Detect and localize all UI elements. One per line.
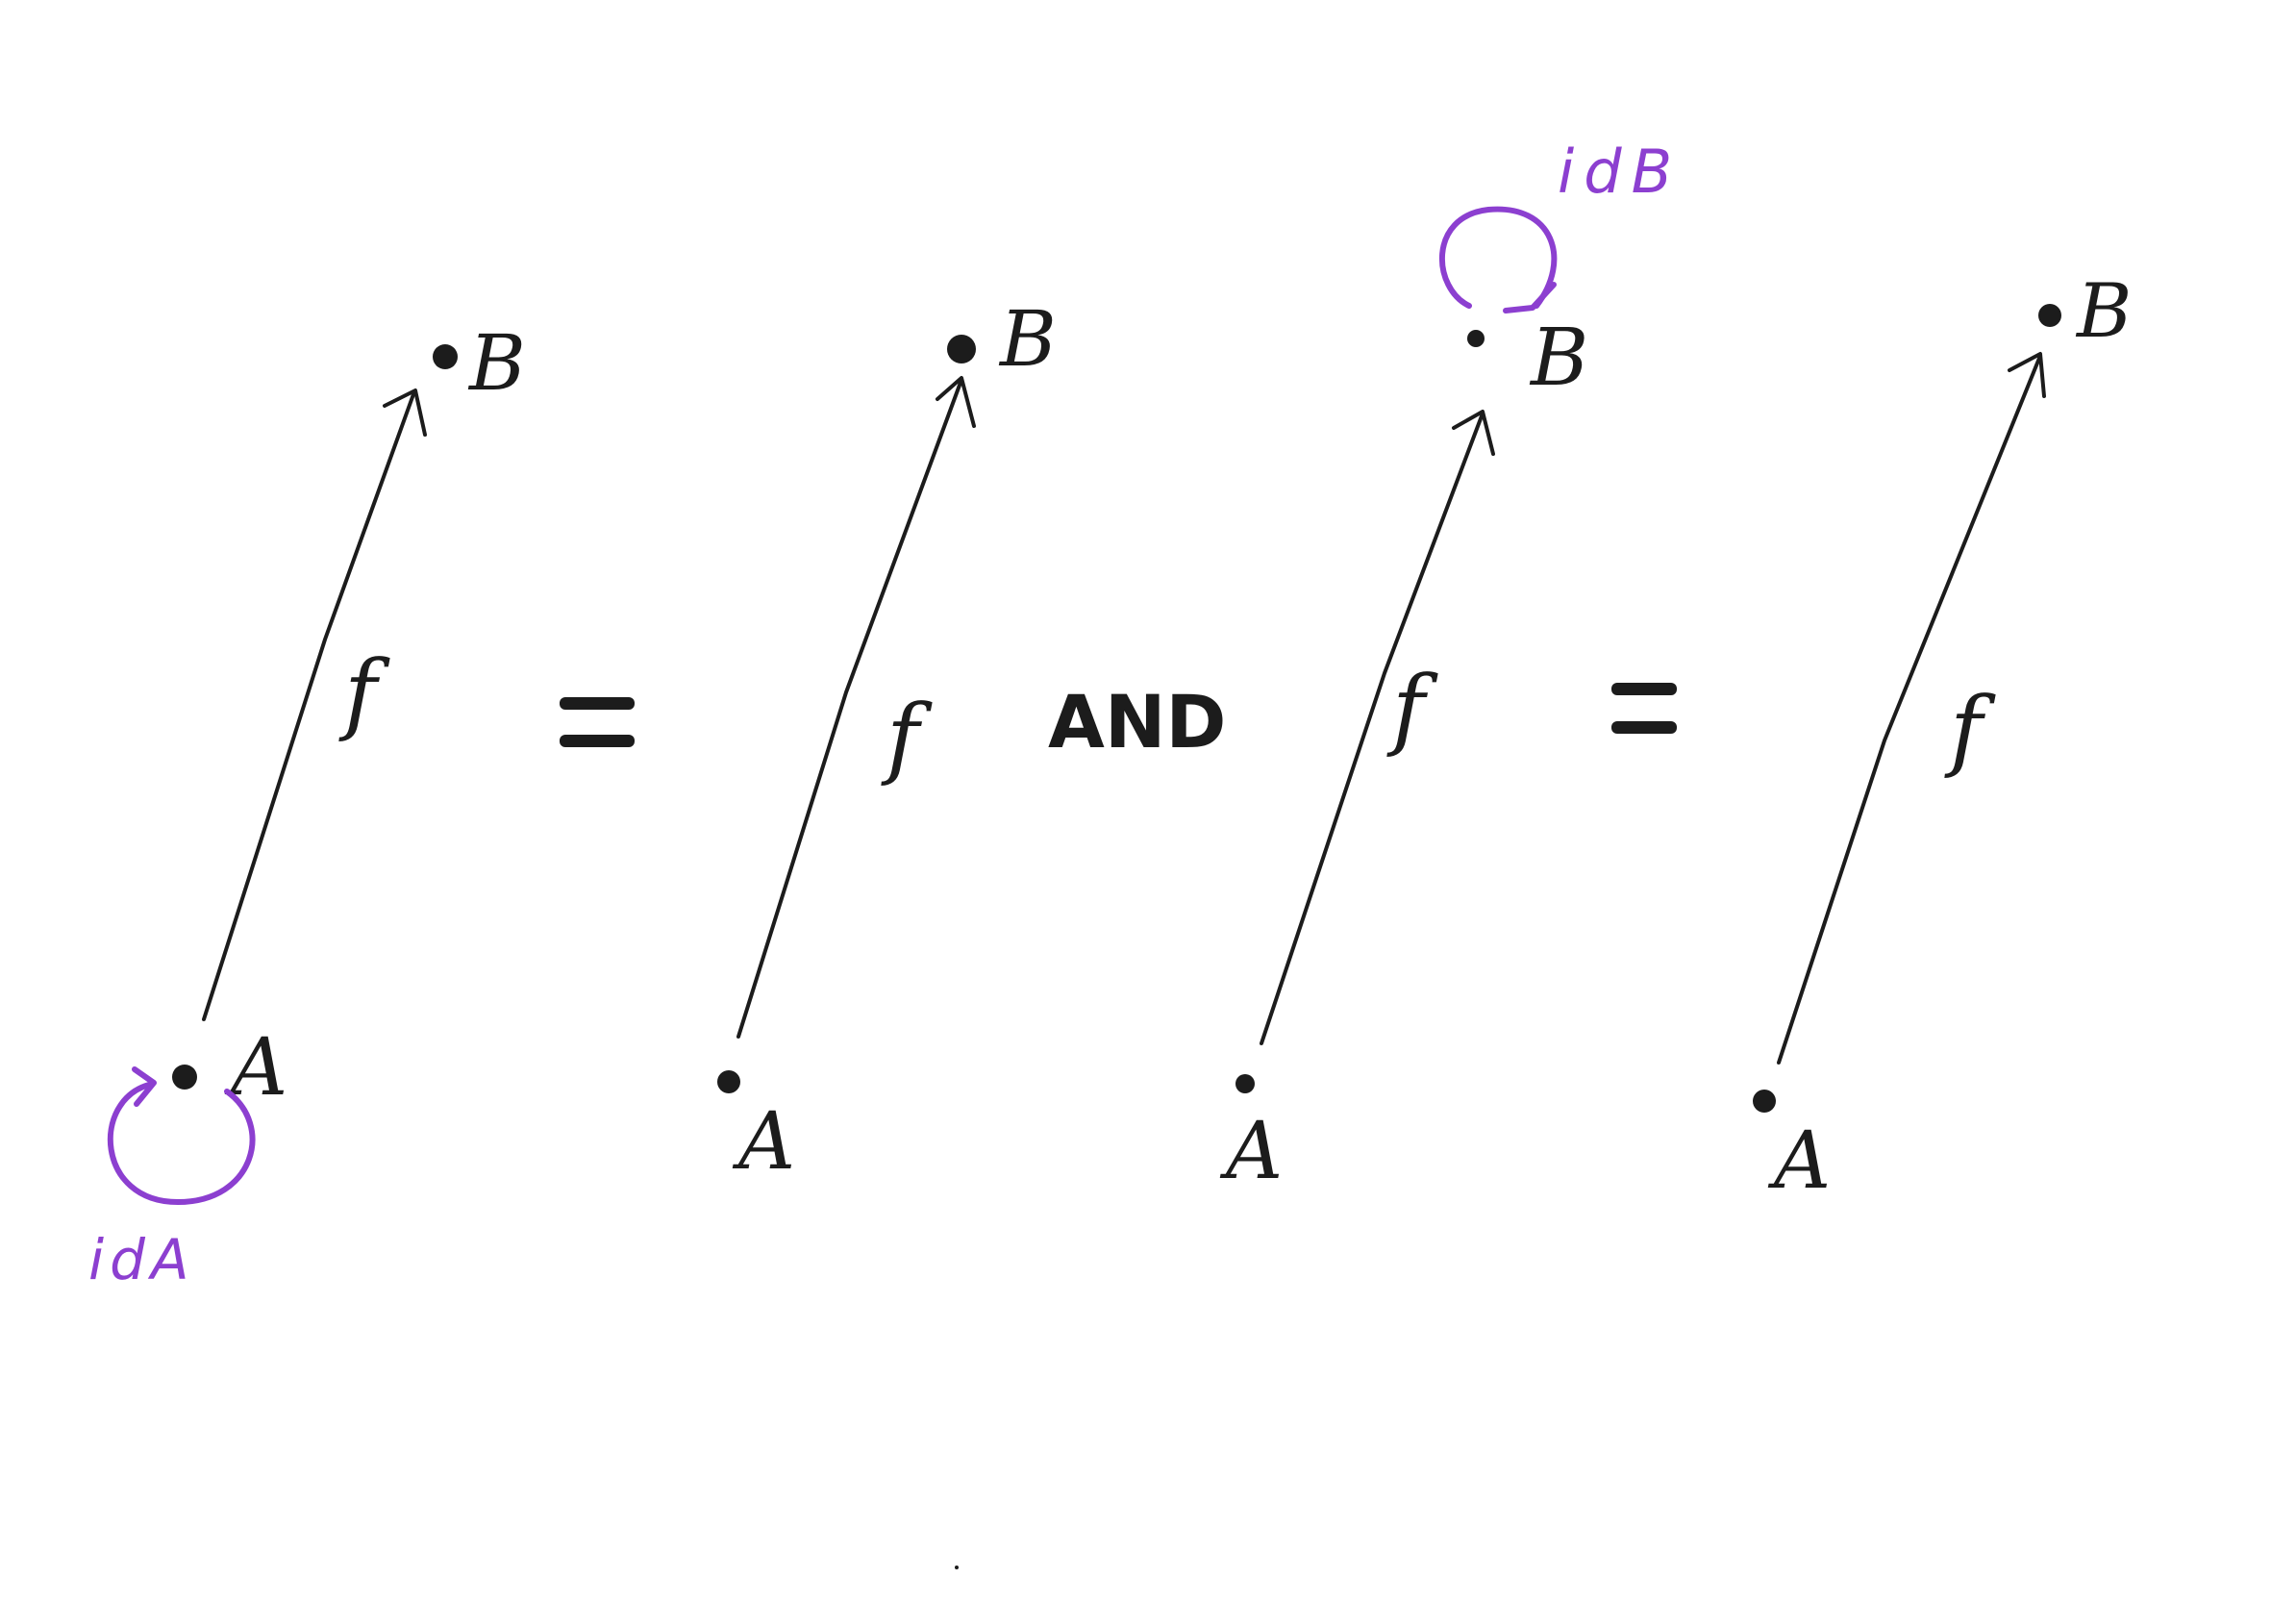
object-b-dot [433, 344, 458, 369]
equals-bar-top [1611, 683, 1677, 695]
object-b-dot [1467, 330, 1485, 347]
morphism-f-arrow [1260, 412, 1485, 1045]
object-a-dot [717, 1070, 740, 1093]
identity-loop-arrowhead [132, 1066, 157, 1107]
morphism-f-label: f [1944, 678, 1996, 781]
equals-bar-bottom [1611, 721, 1677, 734]
object-a-label: A [1767, 1115, 1831, 1207]
panel-2: B f A [717, 294, 1057, 1188]
object-a-label: A [732, 1096, 795, 1188]
equals-sign-2 [1611, 683, 1677, 734]
object-b-dot [2038, 304, 2061, 327]
identity-loop-arrow [107, 1082, 256, 1205]
panel-4: B f A [1753, 268, 2132, 1207]
arrowhead [1452, 410, 1495, 456]
object-b-label: B [1529, 313, 1588, 404]
morphism-f-label: f [1386, 657, 1438, 760]
morphism-f-arrow [202, 392, 415, 1021]
panel-3: B f A idB [1219, 137, 1682, 1197]
object-a-dot [172, 1065, 197, 1090]
stray-dot [955, 1566, 959, 1569]
object-b-dot [947, 335, 976, 363]
identity-loop-arrowhead [1503, 282, 1557, 313]
equals-bar-top [560, 697, 635, 710]
morphism-f-arrow [736, 378, 963, 1039]
object-a-dot [1753, 1090, 1776, 1113]
object-b-label: B [998, 294, 1057, 384]
arrowhead [936, 376, 976, 428]
object-a-label: A [1219, 1106, 1283, 1197]
morphism-f-arrow [1777, 354, 2042, 1065]
identity-b-label: idB [1558, 137, 1682, 207]
equals-sign-1 [560, 697, 635, 747]
and-connector: AND [1048, 679, 1227, 764]
object-b-label: B [467, 318, 526, 408]
identity-a-label: idA [88, 1227, 195, 1292]
arrowhead [383, 388, 427, 437]
arrowhead [2008, 352, 2046, 398]
object-a-dot [1235, 1074, 1255, 1093]
morphism-f-label: f [881, 686, 933, 789]
identity-loop-arrow [1439, 206, 1558, 309]
panel-1: B f A idA [88, 318, 526, 1292]
morphism-f-label: f [338, 641, 390, 744]
object-b-label: B [2075, 268, 2132, 355]
equals-bar-bottom [560, 735, 635, 747]
